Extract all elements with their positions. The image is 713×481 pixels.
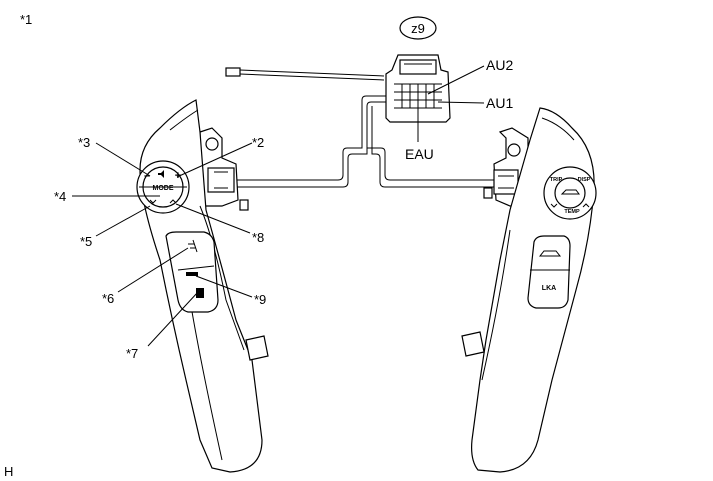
- chevron-up-icon: [169, 199, 177, 204]
- connector-id-bubble: z9: [399, 16, 437, 40]
- au1-leader: [437, 101, 485, 104]
- callout-2: *2: [252, 135, 264, 150]
- callout-5: *5: [80, 234, 92, 249]
- au2-label: AU2: [486, 57, 513, 73]
- disp-button-label: DISP: [578, 177, 591, 183]
- chevron-down-icon-right: [550, 203, 558, 208]
- figure-ref-1: *1: [20, 12, 32, 27]
- mode-button-label: MODE: [153, 185, 174, 192]
- callout-9: *9: [254, 292, 266, 307]
- chevron-up-icon-right: [582, 203, 590, 208]
- chevron-down-icon: [149, 199, 157, 204]
- callout-6: *6: [102, 291, 114, 306]
- phone-off-hook-icon: [186, 272, 198, 276]
- connector-id-label: z9: [411, 21, 425, 36]
- temp-button-label: TEMP: [564, 209, 580, 215]
- ground-lead: [225, 67, 385, 81]
- right-steering-switch: TRIP DISP TEMP LKA: [461, 107, 597, 473]
- left-steering-switch: MODE – +: [136, 99, 269, 473]
- callout-3: *3: [78, 135, 90, 150]
- vehicle-icon: [560, 189, 580, 195]
- phone-on-hook-icon: [196, 286, 204, 298]
- au1-label: AU1: [486, 95, 513, 111]
- callout-8: *8: [252, 230, 264, 245]
- wire-harness: [236, 95, 494, 188]
- speaker-icon: [158, 170, 164, 178]
- volume-minus-label: –: [144, 170, 150, 182]
- trip-button-label: TRIP: [550, 177, 563, 183]
- radar-cruise-icon: [538, 250, 562, 257]
- lka-button-label: LKA: [542, 285, 556, 292]
- corner-mark: H: [4, 464, 13, 479]
- callout-4: *4: [54, 189, 66, 204]
- eau-label: EAU: [405, 146, 434, 162]
- au2-leader: [427, 65, 485, 95]
- connector-body: [385, 54, 451, 123]
- callout-leaders: [72, 142, 253, 347]
- callout-7: *7: [126, 346, 138, 361]
- voice-command-icon: [188, 239, 198, 253]
